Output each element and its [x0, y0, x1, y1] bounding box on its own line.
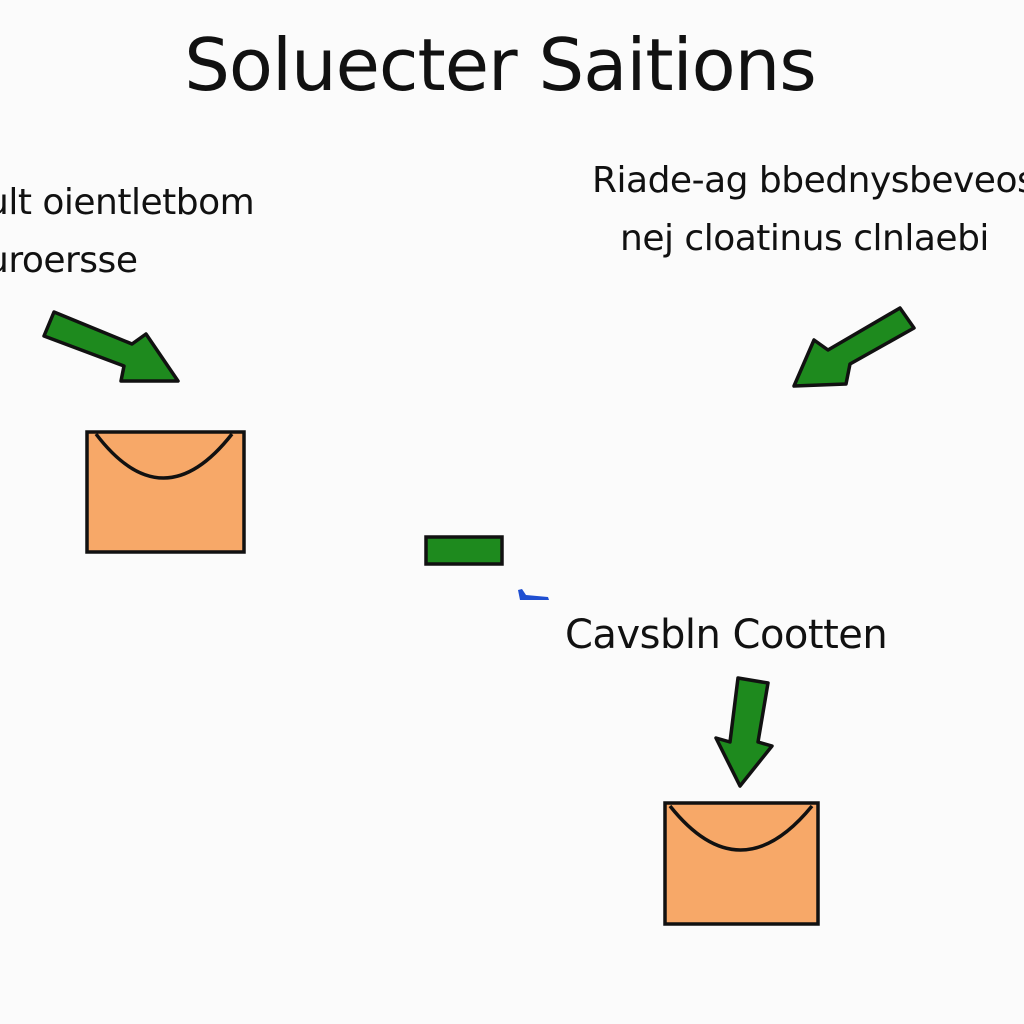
right-note: Riade-ag bbednysbeveos nej cloatinus cln… [592, 152, 1024, 268]
left-note-line-2: uroersse [0, 240, 138, 281]
diagram-title: Soluecter Saitions [184, 23, 817, 107]
blue-tick [518, 589, 549, 600]
right-note-line-1: Riade-ag bbednysbeveos [592, 160, 1024, 201]
envelope-icon-left [85, 430, 246, 554]
caption-label: Cavsbln Cootten [565, 612, 888, 658]
left-note-line-1: ult oientletbom [0, 182, 255, 223]
arrow-icon-right [792, 306, 916, 388]
arrow-icon-left [42, 310, 180, 383]
dash-connector [424, 535, 504, 566]
right-note-line-2: nej cloatinus clnlaebi [620, 218, 989, 259]
left-note: ult oientletbom uroersse [0, 174, 255, 290]
arrow-icon-down [714, 676, 774, 788]
envelope-icon-right [663, 801, 820, 926]
